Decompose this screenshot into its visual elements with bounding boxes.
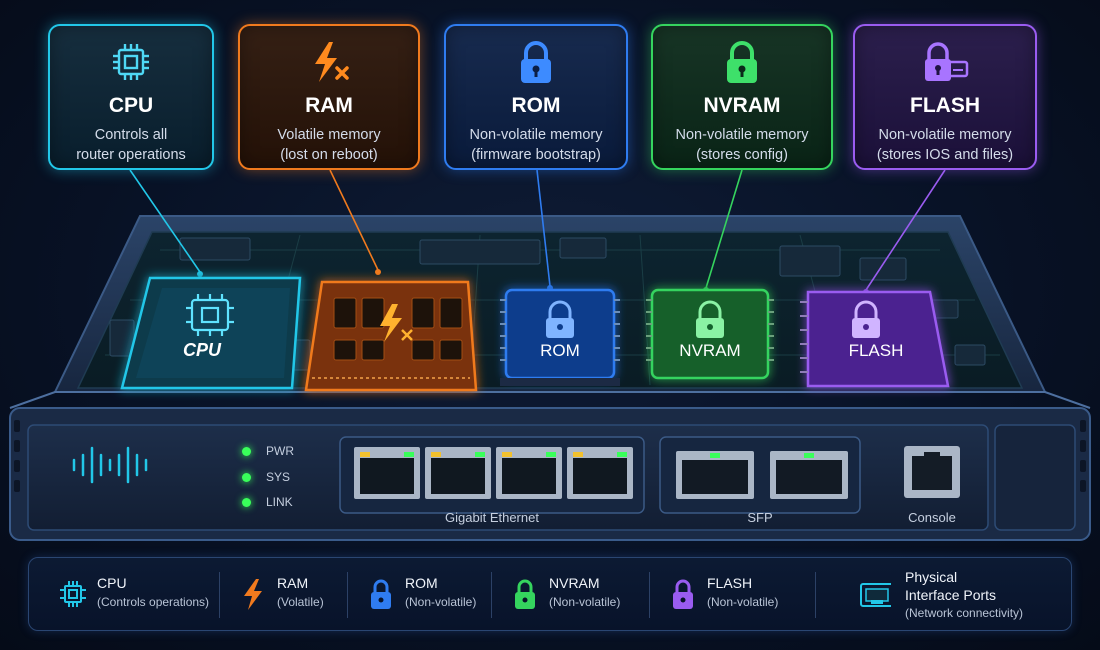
legend-title-line: Interface Ports <box>905 587 997 603</box>
led-label: PWR <box>266 444 294 458</box>
nvram-lock-icon <box>696 300 724 338</box>
status-led <box>242 473 251 482</box>
callout-title: RAM <box>305 94 353 117</box>
legend-subtitle: (Controls operations) <box>97 595 210 609</box>
legend-divider <box>219 572 220 618</box>
callout-flash: FLASH Non-volatile memory (stores IOS an… <box>853 24 1037 170</box>
lock-icon <box>673 579 693 609</box>
nvram-chip: NVRAM <box>646 288 774 380</box>
ethernet-port[interactable] <box>496 447 562 499</box>
callout-title: CPU <box>108 94 154 117</box>
callout-description: Controls all router operations <box>56 125 206 165</box>
callout-rom: ROM Non-volatile memory (firmware bootst… <box>444 24 628 170</box>
legend-title: CPU <box>97 575 127 591</box>
rom-chip-label: ROM <box>540 341 580 360</box>
flash-lock-icon <box>852 300 880 338</box>
callout-description: Non-volatile memory (stores config) <box>659 125 825 165</box>
lock-icon <box>371 579 391 609</box>
callout-line: Non-volatile memory <box>469 127 603 143</box>
legend-subtitle: (Volatile) <box>277 595 324 609</box>
callout-description: Non-volatile memory (stores IOS and file… <box>861 125 1029 165</box>
callout-title: ROM <box>511 94 561 117</box>
legend-subtitle: (Non-volatile) <box>549 595 621 609</box>
legend-subtitle: (Non-volatile) <box>405 595 477 609</box>
cpu-chip: CPU <box>120 276 302 390</box>
ram-lightning-icon <box>380 304 413 342</box>
led-label: LINK <box>266 495 293 509</box>
legend-divider <box>649 572 650 618</box>
legend-divider <box>347 572 348 618</box>
callout-nvram: NVRAM Non-volatile memory (stores config… <box>651 24 833 170</box>
rom-lock-icon <box>546 300 574 338</box>
status-led <box>242 498 251 507</box>
legend-title: FLASH <box>707 575 753 591</box>
callout-line: (stores IOS and files) <box>876 147 1014 163</box>
ram-module <box>304 280 478 392</box>
console-port[interactable] <box>904 446 960 498</box>
callout-description: Non-volatile memory (firmware bootstrap) <box>452 125 620 165</box>
legend-divider <box>491 572 492 618</box>
legend-divider <box>815 572 816 618</box>
callout-line: Non-volatile memory <box>675 127 809 143</box>
callout-line: (stores config) <box>696 147 788 163</box>
sfp-label: SFP <box>747 510 773 525</box>
callout-line: router operations <box>76 147 186 163</box>
lightning-icon <box>244 579 262 610</box>
vendor-logo <box>72 446 148 484</box>
ethernet-port[interactable] <box>425 447 491 499</box>
legend-subtitle: (Network connectivity) <box>905 606 1024 620</box>
flash-chip-label: FLASH <box>849 341 904 360</box>
status-led <box>242 447 251 456</box>
callout-ram: RAM Volatile memory (lost on reboot) <box>238 24 420 170</box>
legend-title: Physical Interface Ports <box>905 568 996 604</box>
lock-icon <box>521 41 551 83</box>
ethernet-port[interactable] <box>567 447 633 499</box>
cpu-chip-icon <box>186 294 234 336</box>
lock-card-icon <box>925 42 969 81</box>
callout-title: FLASH <box>910 94 980 117</box>
legend-title: RAM <box>277 575 309 591</box>
legend-subtitle: (Non-volatile) <box>707 595 779 609</box>
ethernet-port[interactable] <box>354 447 420 499</box>
chip-icon <box>113 44 149 80</box>
lock-icon <box>727 41 757 83</box>
nvram-chip-label: NVRAM <box>679 341 740 360</box>
legend-bar: CPU (Controls operations) RAM (Volatile)… <box>28 557 1072 631</box>
ethernet-label: Gigabit Ethernet <box>445 510 539 525</box>
legend-title: ROM <box>405 575 438 591</box>
gigabit-ethernet-ports <box>339 436 645 514</box>
console-label: Console <box>908 510 956 525</box>
legend-title: NVRAM <box>549 575 600 591</box>
lock-icon <box>515 579 535 609</box>
flash-chip: FLASH <box>800 290 950 388</box>
ethernet-port-icon <box>860 583 891 607</box>
callout-line: (lost on reboot) <box>280 147 378 163</box>
sfp-ports <box>659 436 861 514</box>
rom-chip: ROM <box>500 288 620 386</box>
callout-line: Controls all <box>94 127 168 143</box>
cpu-chip-label: CPU <box>183 340 222 360</box>
callout-title: NVRAM <box>703 94 781 117</box>
callout-line: Volatile memory <box>277 127 381 143</box>
callout-line: Non-volatile memory <box>878 127 1012 143</box>
lightning-x-icon <box>315 42 349 82</box>
sfp-port[interactable] <box>676 451 754 499</box>
legend-title-line: Physical <box>905 569 958 585</box>
callout-description: Volatile memory (lost on reboot) <box>246 125 412 165</box>
callout-cpu: CPU Controls all router operations <box>48 24 214 170</box>
callout-line: (firmware bootstrap) <box>471 147 601 163</box>
led-label: SYS <box>266 470 291 484</box>
sfp-port[interactable] <box>770 451 848 499</box>
chip-icon <box>60 581 86 607</box>
